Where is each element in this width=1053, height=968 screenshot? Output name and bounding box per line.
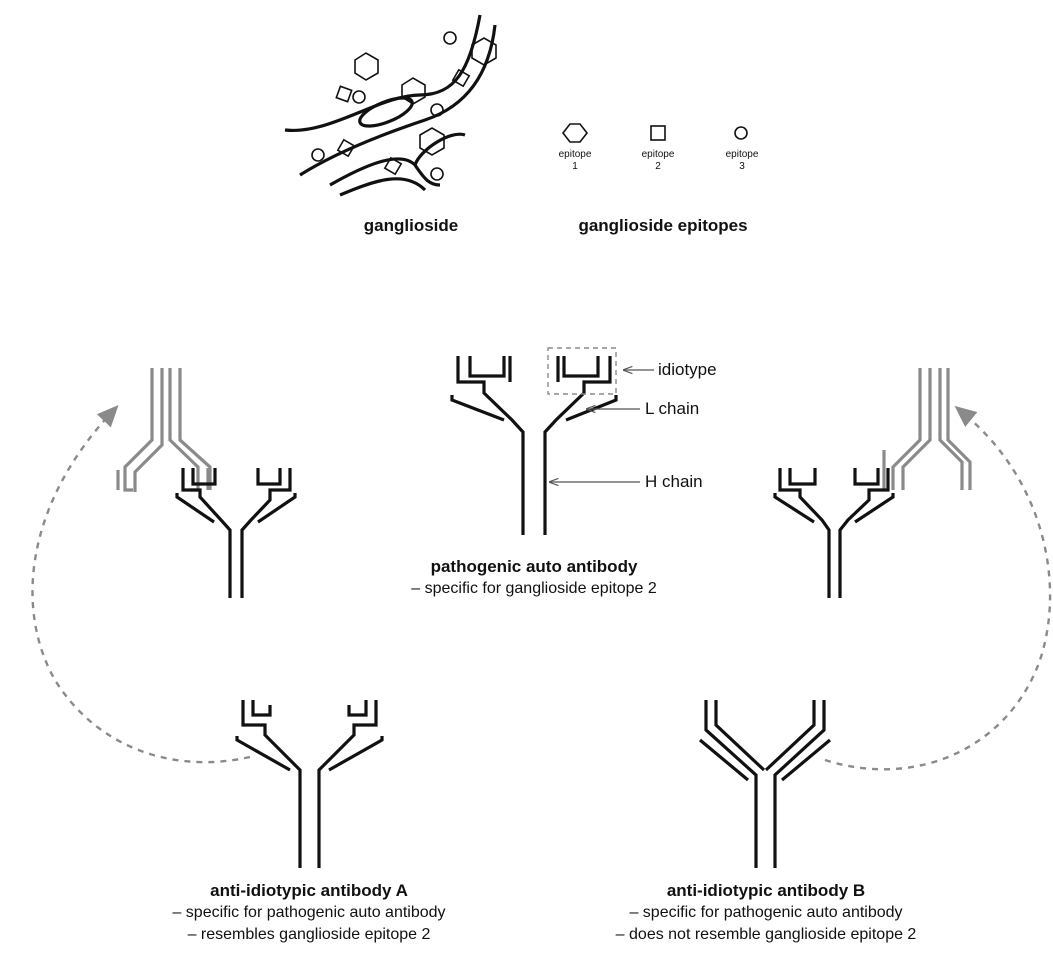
pathogenic-title: pathogenic auto antibody — [431, 557, 638, 577]
antibody-a-note-2: – resembles ganglioside epitope 2 — [188, 926, 431, 944]
pathogenic-antibody-figure — [452, 356, 616, 535]
dashed-arrow-right — [825, 412, 1050, 769]
hexagon-icon — [563, 124, 587, 142]
antibody-b-note-2: – does not resemble ganglioside epitope … — [616, 926, 917, 944]
right-complex-faded-antibody — [884, 368, 970, 490]
epitope-2-number: 2 — [628, 161, 688, 173]
antibody-a-title: anti-idiotypic antibody A — [210, 881, 408, 901]
pathogenic-note: – specific for ganglioside epitope 2 — [411, 580, 657, 598]
antibody-a-figure — [237, 700, 382, 868]
epitope-1-name: epitope — [545, 149, 605, 161]
idiotype-callout: idiotype — [658, 360, 717, 380]
antibody-a-note-1: – specific for pathogenic auto antibody — [172, 904, 445, 922]
circle-icon — [735, 127, 747, 139]
square-icon — [651, 126, 665, 140]
epitope-3-number: 3 — [712, 161, 772, 173]
l-chain-callout: L chain — [645, 399, 699, 419]
left-complex-antibody — [177, 468, 295, 598]
ganglioside-figure — [285, 15, 496, 195]
epitope-1-label: epitope 1 — [545, 149, 605, 173]
epitope-3-name: epitope — [712, 149, 772, 161]
left-complex-faded-antibody — [118, 368, 210, 492]
epitope-2-label: epitope 2 — [628, 149, 688, 173]
epitope-legend-shapes — [563, 124, 747, 142]
epitope-1-number: 1 — [545, 161, 605, 173]
ganglioside-epitopes-title: ganglioside epitopes — [578, 216, 747, 236]
epitope-2-name: epitope — [628, 149, 688, 161]
right-complex-antibody — [775, 468, 893, 598]
antibody-b-figure — [700, 700, 830, 868]
antibody-b-title: anti-idiotypic antibody B — [667, 881, 865, 901]
antibody-b-note-1: – specific for pathogenic auto antibody — [629, 904, 902, 922]
epitope-3-label: epitope 3 — [712, 149, 772, 173]
h-chain-callout: H chain — [645, 472, 703, 492]
callout-lines — [550, 370, 654, 482]
ganglioside-label: ganglioside — [364, 216, 458, 236]
